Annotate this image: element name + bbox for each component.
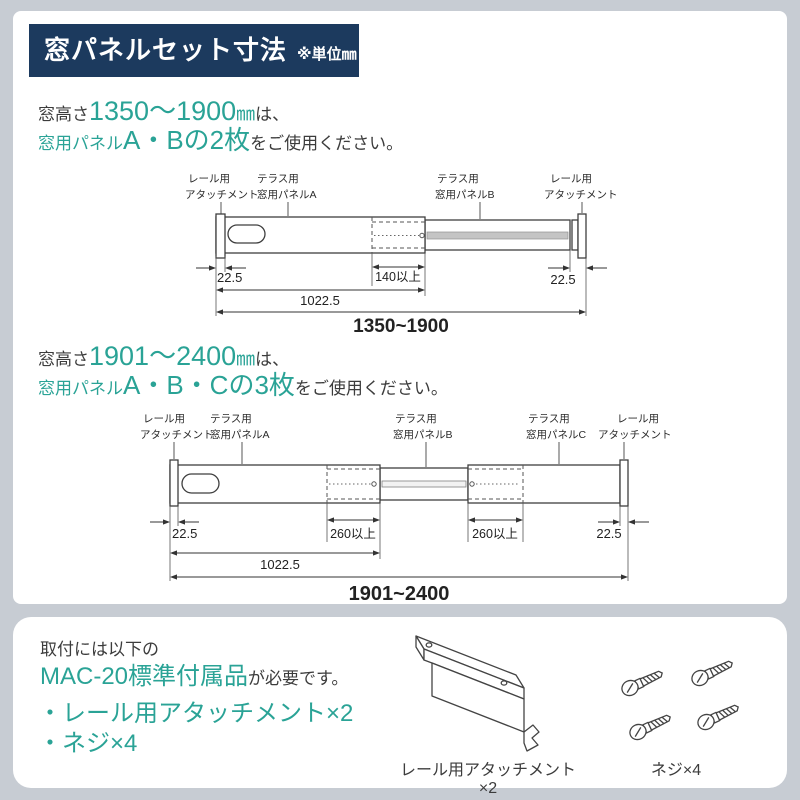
exhaust-hole [181,473,220,494]
dim-right: 22.5 [596,526,621,541]
rail-attachment-drawing [415,635,540,752]
sec1-line1: 窓高さ1350〜1900㎜は、 [38,98,289,125]
diagram1-labels: レール用 アタッチメント テラス用 窓用パネルA テラス用 窓用パネルB レール… [185,173,618,219]
dim-left: 22.5 [172,526,197,541]
label-rail-right-2: アタッチメント [598,429,672,441]
dim-overlap: 140以上 [375,270,421,284]
sec2-prefix: 窓高さ [38,350,89,369]
dim-panel-a: 1022.5 [260,557,300,572]
label-panel-b-1: テラス用 [395,413,437,425]
accessories-product-line: MAC-20標準付属品が必要です。 [40,665,348,689]
stopper-pin-right [469,481,475,487]
exhaust-hole [227,224,266,244]
dim-left: 22.5 [217,270,242,285]
diagram2-panel-drawing [169,459,629,507]
accessories-intro: 取付には以下の [40,640,159,659]
accessories-item-screws: ・ネジ×4 [38,730,138,757]
label-panel-b-1: テラス用 [437,173,479,185]
sec1-usage: をご使用ください。 [250,134,404,153]
stopper-pin-left [371,481,377,487]
product-name: MAC-20標準付属品 [40,663,249,690]
dim-total: 1901~2400 [349,583,450,605]
sec1-unit: ㎜ [236,104,256,125]
bracket-shape [415,635,540,752]
dim-overlap1: 260以上 [330,527,376,541]
caption-rail-attachment: レール用アタッチメント×2 [399,762,576,797]
label-panel-a-2: 窓用パネルA [210,428,270,441]
screw-1 [618,665,666,699]
dim-panel-a: 1022.5 [300,293,340,308]
screw-4 [694,699,742,733]
sec2-suffix: は、 [255,350,290,369]
main-card [13,11,787,604]
screw-2 [688,655,736,689]
label-panel-a-2: 窓用パネルA [257,188,317,201]
label-panel-b-2: 窓用パネルB [435,188,495,201]
label-rail-right-1: レール用 [617,413,659,425]
sec1-suffix: は、 [255,105,290,124]
accessories-item-attachment: ・レール用アタッチメント×2 [38,700,354,727]
panel-c-body [467,464,621,504]
mount-hole-1 [425,642,433,648]
accessories-card [13,617,787,788]
sec1-line2: 窓用パネルA・Bの2枚をご使用ください。 [38,127,403,153]
rail-attachment-right [619,459,629,507]
sec1-panel-count: A・Bの2枚 [123,125,251,155]
label-rail-left-2: アタッチメント [140,429,214,441]
sec1-range: 1350〜1900 [89,96,237,126]
sec2-usage: をご使用ください。 [294,379,448,398]
label-panel-c-1: テラス用 [528,413,570,425]
dim-total: 1350~1900 [353,316,449,337]
sec2-range: 1901〜2400 [89,341,237,371]
diagram-2panel: レール用 アタッチメント テラス用 窓用パネルA テラス用 窓用パネルB レール… [185,173,618,337]
sec2-panel-word: 窓用パネル [38,379,123,398]
caption-screws: ネジ×4 [650,762,702,779]
panel-b-endcap [571,219,579,251]
sec1-prefix: 窓高さ [38,105,89,124]
page-title: 窓パネルセット寸法 [44,35,288,65]
dim-overlap2: 260以上 [472,527,518,541]
unit-note: ※単位㎜ [297,46,357,63]
label-rail-left-1: レール用 [188,173,230,185]
sec2-line1: 窓高さ1901〜2400㎜は、 [38,343,289,370]
diagram1-dimensions: 22.5 140以上 22.5 1022.5 1350~1900 [196,250,607,337]
sec1-panel-word: 窓用パネル [38,134,123,153]
sec2-unit: ㎜ [236,349,256,370]
sec2-line2: 窓用パネルA・B・Cの3枚をご使用ください。 [38,372,448,398]
diagram1-panel-drawing [215,213,587,259]
sec2-panel-count: A・B・Cの3枚 [123,370,295,400]
label-rail-left-1: レール用 [143,413,185,425]
screw-3 [626,709,674,743]
dim-right: 22.5 [550,272,575,287]
diagram-3panel: レール用 アタッチメント テラス用 窓用パネルA テラス用 窓用パネルB テラス… [140,413,672,605]
label-rail-left-2: アタッチメント [185,189,259,201]
product-suffix: が必要です。 [248,669,349,688]
rail-attachment-left [215,213,226,259]
rail-attachment-right [577,213,587,259]
label-rail-right-1: レール用 [550,173,592,185]
screws-drawing [618,655,742,743]
section-header: 窓パネルセット寸法 ※単位㎜ [29,24,359,77]
label-rail-right-2: アタッチメント [544,189,618,201]
mount-hole-2 [500,680,508,686]
label-panel-b-2: 窓用パネルB [393,428,453,441]
label-panel-c-2: 窓用パネルC [526,428,586,441]
rail-attachment-left [169,459,179,507]
stopper-pin [419,232,425,239]
diagram2-dimensions: 22.5 260以上 260以上 22.5 1022.5 1901~2400 [150,503,649,605]
panel-b-rail-stripe [381,480,467,488]
label-panel-a-1: テラス用 [210,413,252,425]
panel-b-rail-stripe [426,231,569,240]
label-panel-a-1: テラス用 [257,173,299,185]
diagram2-labels: レール用 アタッチメント テラス用 窓用パネルA テラス用 窓用パネルB テラス… [140,413,672,467]
